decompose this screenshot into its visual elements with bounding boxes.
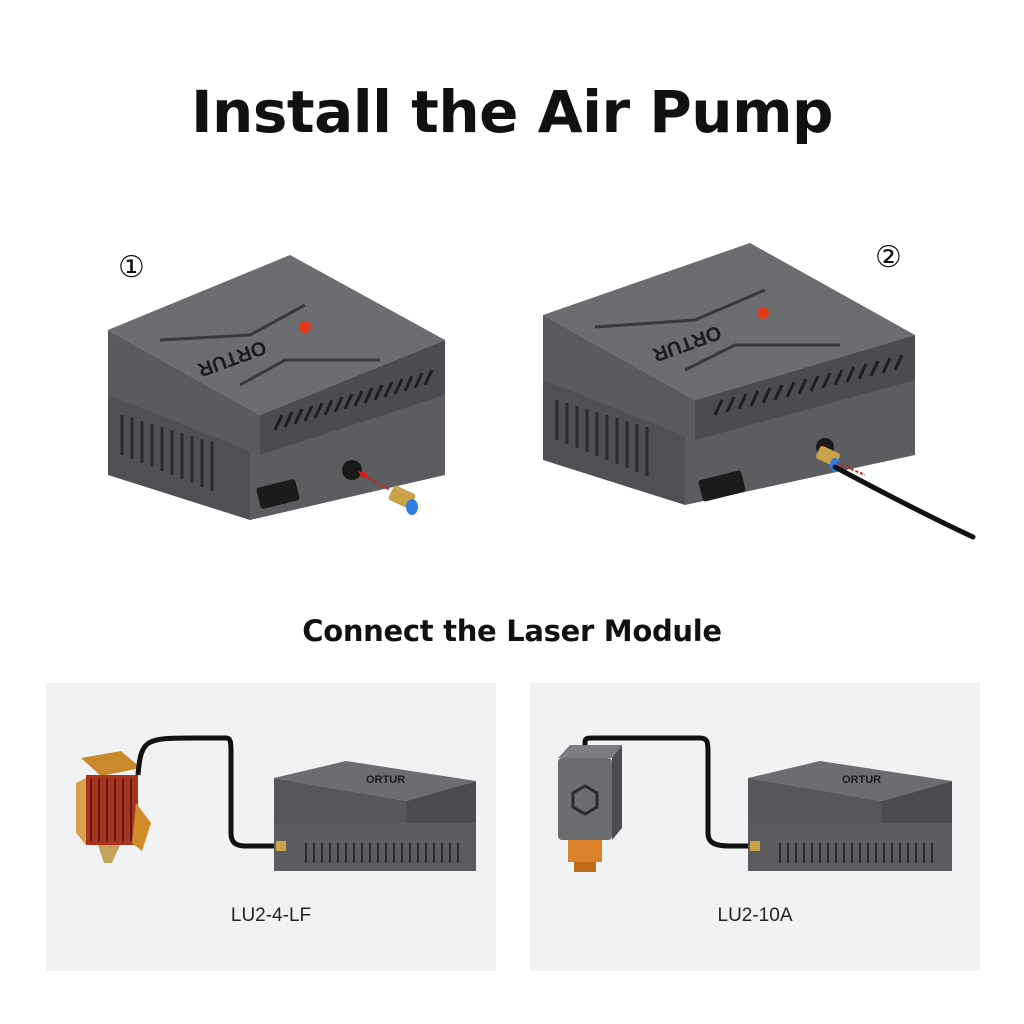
lu2-10a-setup-illustration: ORTUR [558,735,952,872]
step-number-2: ② [875,240,902,275]
power-socket [256,479,300,509]
laser-module-lu2-10a [558,745,622,872]
step-number-1: ① [118,250,145,285]
brass-fitting [276,841,286,851]
brand-logo-text: ORTUR [842,774,881,786]
front-vent-slots [713,354,904,416]
module-panel-lu2-10a: ORTUR LU2-10A [530,683,980,971]
air-pump-step2-illustration: ORTUR [543,243,976,540]
front-vent-slots [273,369,434,431]
power-socket [698,470,746,502]
pump-lid-right [695,335,915,440]
left-vent-slots [555,400,649,476]
pump-lid-front [543,315,695,440]
brand-logo-text: ORTUR [366,774,405,786]
pump-lid-top [108,255,445,415]
pump-base-right [250,395,445,520]
air-pump-small: ORTUR [748,761,952,871]
insert-arrow [836,462,866,476]
brand-accent-dot [757,307,769,319]
brand-accent-dot [299,321,311,333]
pump-lid-right [260,340,445,455]
air-pump-step1-illustration: ORTUR [108,255,445,520]
left-vent-slots [120,415,214,491]
air-pump-small: ORTUR [274,761,476,871]
brass-fitting [388,485,418,515]
section-subtitle: Connect the Laser Module [302,614,722,648]
pump-base-right [685,375,915,505]
air-tube [832,464,976,540]
page-title: Install the Air Pump [190,78,834,146]
air-tube [135,735,276,849]
hexagon-logo-icon [571,784,599,816]
lu2-4-lf-setup-illustration: ORTUR [76,735,476,871]
pump-lid-top [543,243,915,400]
air-tube [582,735,750,849]
laser-module-lu2-4-lf [76,751,151,863]
module-panel-lu2-4-lf: ORTUR LU2-4-LF [46,683,496,971]
module-label: LU2-4-LF [230,905,312,926]
brass-fitting [750,841,760,851]
air-outlet-port [342,460,362,480]
pump-lid-front [108,330,260,455]
module-label: LU2-10A [717,905,793,926]
